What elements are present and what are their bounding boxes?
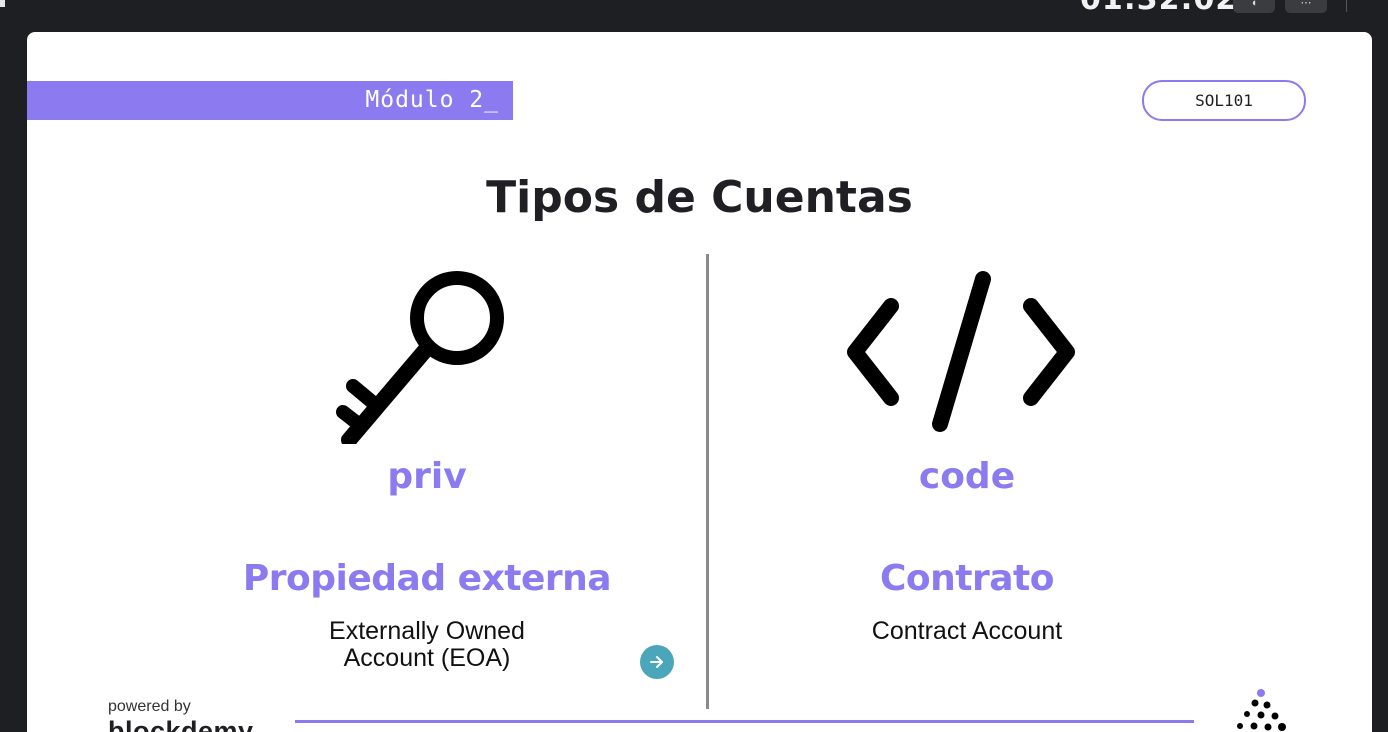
play-pause-button[interactable]: ◖ (1233, 0, 1275, 13)
eoa-link-button[interactable] (640, 645, 674, 679)
more-options-button[interactable]: ⋯ (1285, 0, 1327, 13)
code-icon (847, 264, 1075, 444)
eoa-heading: Propiedad externa (242, 558, 612, 599)
eoa-description: Externally Owned Account (EOA) (127, 618, 727, 672)
brand-name: blockdemy (108, 716, 254, 732)
corner-indicator (0, 0, 5, 7)
eoa-description-line-2: Account (EOA) (343, 644, 511, 672)
contract-column: code Contrato Contract Account (667, 32, 1267, 732)
slide-title: Tipos de Cuentas (486, 172, 913, 223)
eoa-keyword: priv (387, 456, 467, 497)
control-separator (1346, 0, 1347, 12)
powered-by-label: powered by (108, 698, 191, 715)
timer-display: 01:32:02 (1080, 0, 1237, 16)
top-control-bar: 01:32:02 ◖ ⋯ (0, 0, 1388, 32)
column-divider (706, 254, 709, 709)
module-label: Módulo 2_ (365, 87, 499, 113)
eoa-column: priv Propiedad externa Externally Owned … (127, 32, 727, 732)
powered-by-block: powered by blockdemy (108, 698, 254, 732)
key-icon (317, 264, 537, 448)
eoa-description-line-1: Externally Owned (329, 617, 525, 645)
dots-triangle-logo (1237, 689, 1286, 731)
arrow-right-icon (650, 656, 663, 668)
contract-description-line-1: Contract Account (871, 617, 1063, 645)
course-code-badge: SOL101 (1142, 80, 1306, 121)
contract-heading: Contrato (880, 558, 1054, 599)
play-pause-icon: ◖ (1250, 0, 1258, 9)
footer-rule (295, 720, 1194, 723)
more-icon: ⋯ (1300, 0, 1312, 9)
module-banner: Módulo 2_ (27, 81, 513, 120)
contract-keyword: code (918, 456, 1016, 497)
presentation-slide: Módulo 2_ SOL101 Tipos de Cuentas priv P… (27, 32, 1372, 732)
contract-description: Contract Account (667, 618, 1267, 645)
